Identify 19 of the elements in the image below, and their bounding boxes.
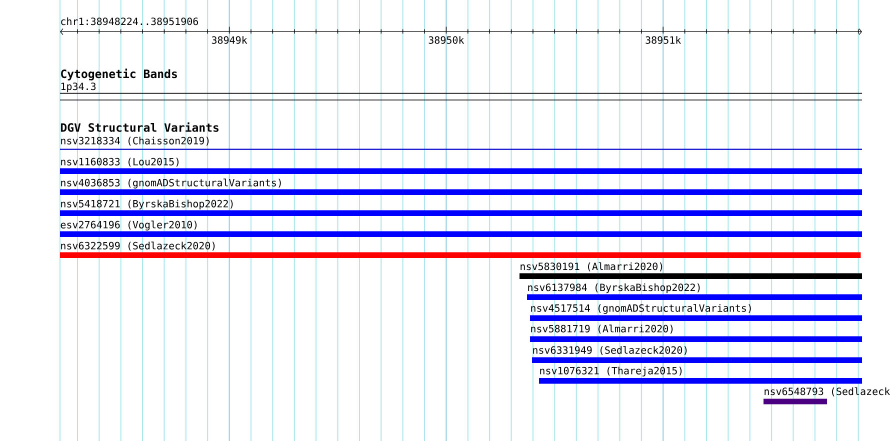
feature-label: nsv5418721 (ByrskaBishop2022) (61, 200, 233, 210)
track-title: DGV Structural Variants (60, 122, 218, 132)
location-label: chr1:38948224..38951906 (61, 17, 198, 26)
band-label: 1p34.3 (61, 82, 96, 92)
feature-label: nsv6331949 (Sedlazeck2020) (533, 346, 687, 356)
feature-label: nsv1076321 (Thareja2015) (540, 366, 682, 376)
tick-label: 38949k (212, 36, 248, 44)
feature-label: nsv6548793 (Sedlazeck (764, 387, 890, 396)
tick-label: 38950k (428, 36, 464, 44)
feature-label: nsv6137984 (ByrskaBishop2022) (528, 283, 700, 294)
feature-label: nsv4517514 (gnomADStructuralVariants) (531, 304, 751, 314)
feature-label: nsv3218334 (Chaisson2019) (61, 136, 209, 146)
feature-label: nsv6322599 (Sedlazeck2020) (61, 242, 215, 251)
feature-label: esv2764196 (Vogler2010) (60, 220, 197, 230)
feature-label: nsv5881719 (Almarri2020) (531, 324, 673, 334)
feature-label: nsv4036853 (gnomADStructuralVariants) (61, 178, 281, 188)
tick-label: 38951k (646, 36, 682, 44)
feature-label: nsv5830191 (Almarri2020) (520, 262, 662, 272)
feature-label: nsv1160833 (Lou2015) (61, 158, 179, 167)
